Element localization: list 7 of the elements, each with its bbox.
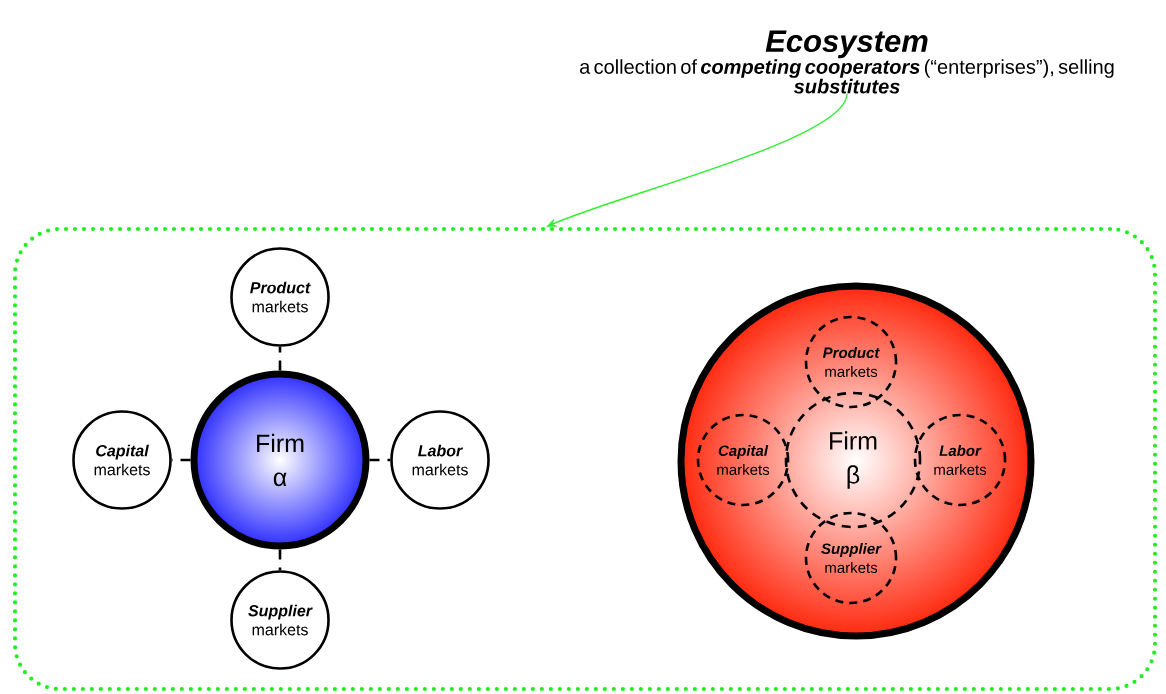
- connector-line: [278, 346, 282, 371]
- connector-line: [278, 549, 282, 571]
- heading-text: Ecosystem a collection of competing cooperators (“enterprises”), selling substitutes: [580, 30, 1114, 94]
- connector-line: [369, 458, 391, 462]
- large-firm-circle: [677, 282, 1035, 640]
- ecosystem-region-box: [12, 226, 1158, 692]
- connector-line: [171, 458, 191, 462]
